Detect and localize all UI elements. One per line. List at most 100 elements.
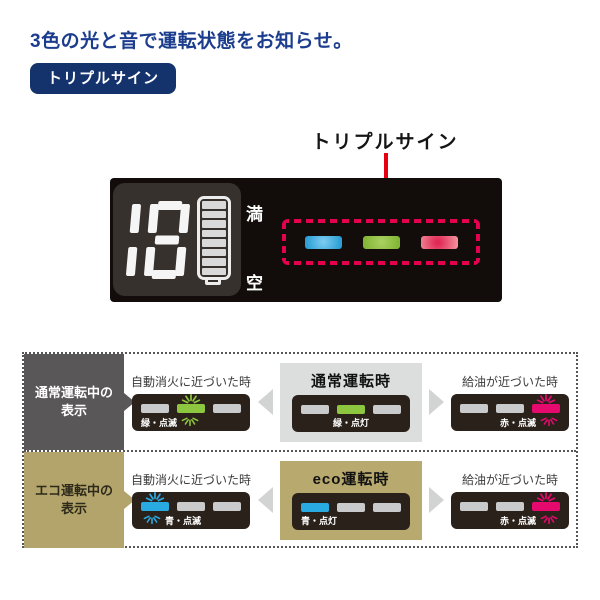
indicator-light-off — [212, 502, 241, 511]
blink-rays-icon — [540, 417, 558, 427]
gauge-segment — [202, 220, 226, 228]
indicator-light-magenta — [532, 393, 560, 413]
gauge-segment — [202, 258, 226, 266]
indicator-light-magenta — [532, 491, 560, 511]
gauge-segment — [202, 229, 226, 237]
indicator-light-blue — [140, 491, 169, 511]
blink-rays-icon — [143, 515, 161, 525]
lights-row — [460, 393, 560, 413]
feature-badge: トリプルサイン — [30, 63, 177, 94]
indicator-light-blue — [304, 235, 342, 249]
indicator-light-off — [496, 404, 524, 413]
state-label-row: 赤・点滅 — [460, 513, 560, 527]
row-label-notch-icon — [124, 491, 135, 509]
cell-caption: 自動消火に近づいた時 — [130, 375, 251, 389]
gauge-empty-label: 空 — [246, 274, 263, 293]
row-label-notch-icon — [124, 393, 135, 411]
cell-auto-off-warning: 自動消火に近づいた時 緑・点滅 — [131, 373, 251, 431]
lights-row — [301, 404, 401, 414]
indicator-light-off — [373, 502, 401, 512]
cell-refuel-warning: 給油が近づいた時 赤・点滅 — [451, 471, 569, 529]
indicator-light-off — [460, 404, 488, 413]
flow-arrow-left-icon — [258, 487, 273, 513]
state-label-row: 青・点灯 — [301, 514, 401, 528]
row-content: 自動消火に近づいた時 青・点滅 eco運転時 青・点灯 給油が近づいた時 赤・点… — [124, 452, 576, 548]
triple-sign-indicator — [282, 219, 480, 265]
page-title: 3色の光と音で運転状態をお知らせ。 — [30, 31, 353, 52]
state-label: 緑・点灯 — [332, 418, 369, 428]
indicator-light-off — [460, 502, 488, 511]
row-label-line2: 表示 — [60, 501, 87, 516]
blink-rays-icon — [536, 491, 556, 502]
gauge-segment — [202, 267, 226, 275]
state-label: 緑・点滅 — [140, 417, 177, 428]
state-label: 赤・点滅 — [499, 417, 536, 428]
blink-rays-icon — [540, 515, 558, 525]
row-content: 自動消火に近づいた時 緑・点滅 通常運転時 緑・点灯 給油が近づいた時 赤・点滅 — [124, 354, 576, 450]
state-label-row: 赤・点滅 — [460, 415, 560, 429]
gauge-full-label: 満 — [246, 205, 263, 224]
gauge-segment — [202, 239, 226, 247]
indicator-light-off — [301, 404, 329, 414]
indicator-panel: 緑・点灯 — [292, 394, 410, 432]
indicator-panel: 青・点灯 — [292, 492, 410, 530]
cell-caption: 給油が近づいた時 — [461, 375, 558, 389]
state-label: 赤・点滅 — [499, 515, 536, 526]
state-label: 青・点灯 — [301, 516, 338, 526]
table-row-normal: 通常運転中の 表示 自動消火に近づいた時 緑・点滅 通常運転時 緑・点灯 給油が… — [24, 354, 576, 452]
indicator-light-off — [373, 404, 401, 414]
cell-caption: 自動消火に近づいた時 — [130, 473, 251, 487]
flow-arrow-left-icon — [258, 389, 273, 415]
indicator-light-off — [337, 502, 365, 512]
state-label-row: 緑・点灯 — [301, 416, 401, 430]
cell-normal-running: 通常運転時 緑・点灯 — [280, 362, 422, 442]
cell-eco-running: eco運転時 青・点灯 — [280, 460, 422, 540]
indicator-light-green — [362, 235, 400, 249]
indicator-light-off — [176, 502, 205, 511]
fuel-gauge — [197, 196, 231, 280]
flow-arrow-right-icon — [429, 389, 444, 415]
blink-rays-icon — [181, 417, 199, 427]
indicator-light-green — [337, 404, 365, 414]
indicator-panel: 赤・点滅 — [451, 393, 569, 431]
indicator-light-blue — [301, 502, 329, 512]
indicator-light-off — [496, 502, 524, 511]
indicator-light-red — [420, 235, 458, 249]
blink-rays-icon — [181, 393, 201, 404]
status-table: 通常運転中の 表示 自動消火に近づいた時 緑・点滅 通常運転時 緑・点灯 給油が… — [22, 352, 578, 548]
indicator-light-off — [140, 404, 169, 413]
fuel-gauge-tab — [205, 277, 221, 285]
indicator-panel: 緑・点滅 — [131, 393, 250, 431]
cell-title: 通常運転時 — [310, 372, 391, 390]
indicator-panel: 青・点滅 — [131, 491, 250, 529]
row-label-line2: 表示 — [60, 403, 87, 418]
table-row-eco: エコ運転中の 表示 自動消火に近づいた時 青・点滅 eco運転時 青・点灯 給油… — [24, 452, 576, 548]
row-label-line1: エコ運転中の — [34, 482, 113, 498]
gauge-segment — [202, 201, 226, 209]
state-label-row: 緑・点滅 — [141, 415, 241, 429]
device-display-panel: 満 空 — [110, 178, 502, 302]
cell-refuel-warning: 給油が近づいた時 赤・点滅 — [451, 373, 569, 431]
lights-row — [140, 491, 241, 511]
cell-auto-off-warning: 自動消火に近づいた時 青・点滅 — [131, 471, 251, 529]
lights-row — [140, 393, 241, 413]
cell-caption: 給油が近づいた時 — [461, 473, 558, 487]
gauge-segment — [202, 210, 226, 218]
indicator-panel: 赤・点滅 — [451, 491, 569, 529]
row-label-eco: エコ運転中の 表示 — [24, 452, 135, 548]
blink-rays-icon — [536, 393, 556, 404]
lights-row — [460, 491, 560, 511]
state-label-row: 青・点滅 — [141, 513, 241, 527]
seven-segment-digits-icon — [126, 201, 190, 279]
gauge-segment — [202, 248, 226, 256]
callout-label: トリプルサイン — [311, 132, 459, 153]
blink-rays-icon — [145, 491, 165, 502]
flow-arrow-right-icon — [429, 487, 444, 513]
row-label-line1: 通常運転中の — [34, 384, 113, 400]
cell-title: eco運転時 — [312, 470, 390, 488]
state-label: 青・点滅 — [164, 515, 201, 526]
row-label-normal: 通常運転中の 表示 — [24, 354, 135, 450]
indicator-light-off — [212, 404, 241, 413]
lcd-display: 満 空 — [113, 183, 263, 296]
